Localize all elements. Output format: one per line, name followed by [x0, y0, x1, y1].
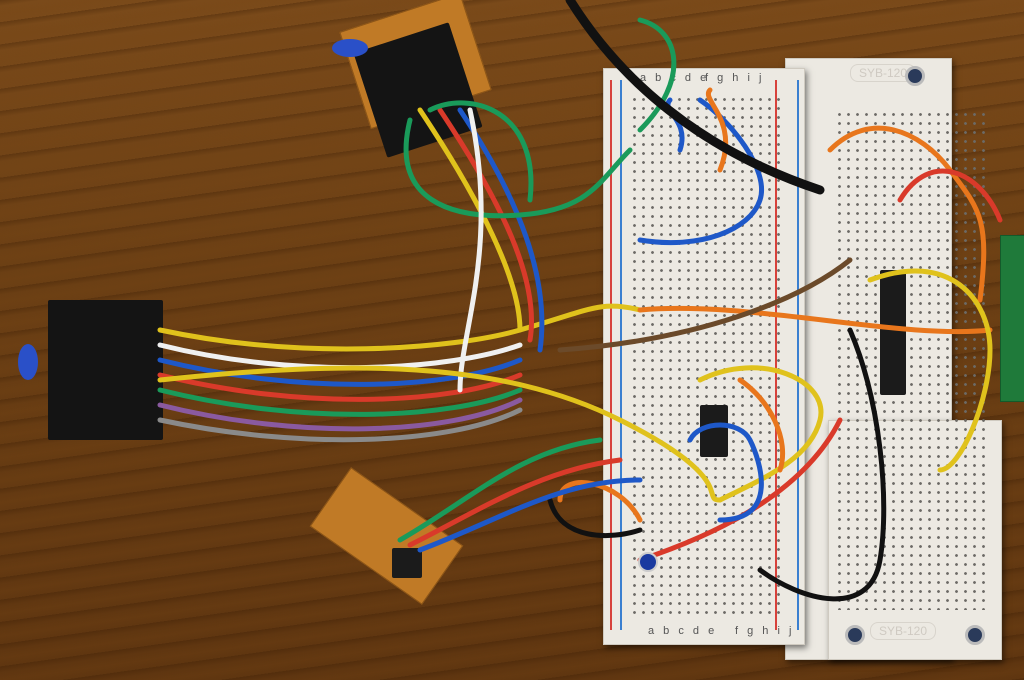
capacitor-icon [638, 552, 658, 572]
capacitor-blue-top [332, 39, 368, 57]
ic-dip-right [880, 270, 906, 395]
capacitor-blue-left [18, 344, 38, 380]
ic-dip-center [700, 405, 728, 457]
green-pcb-edge [1000, 235, 1024, 402]
rail-minus-line [797, 80, 799, 630]
rail-minus-line [620, 80, 622, 630]
screw-icon [905, 66, 925, 86]
breadboard-left-holes [630, 95, 780, 615]
screw-icon [845, 625, 865, 645]
column-labels-top-right: f g h i j [705, 72, 765, 84]
ic-perfboard [392, 548, 422, 578]
column-labels-bottom-right: f g h i j [735, 625, 795, 637]
screw-icon [965, 625, 985, 645]
header-connector-left [48, 300, 163, 440]
rail-plus-line [610, 80, 612, 630]
breadboard-right-label-bottom: SYB-120 [870, 622, 937, 640]
rail-plus-line [775, 80, 777, 630]
column-labels-bottom: a b c d e [648, 625, 718, 637]
